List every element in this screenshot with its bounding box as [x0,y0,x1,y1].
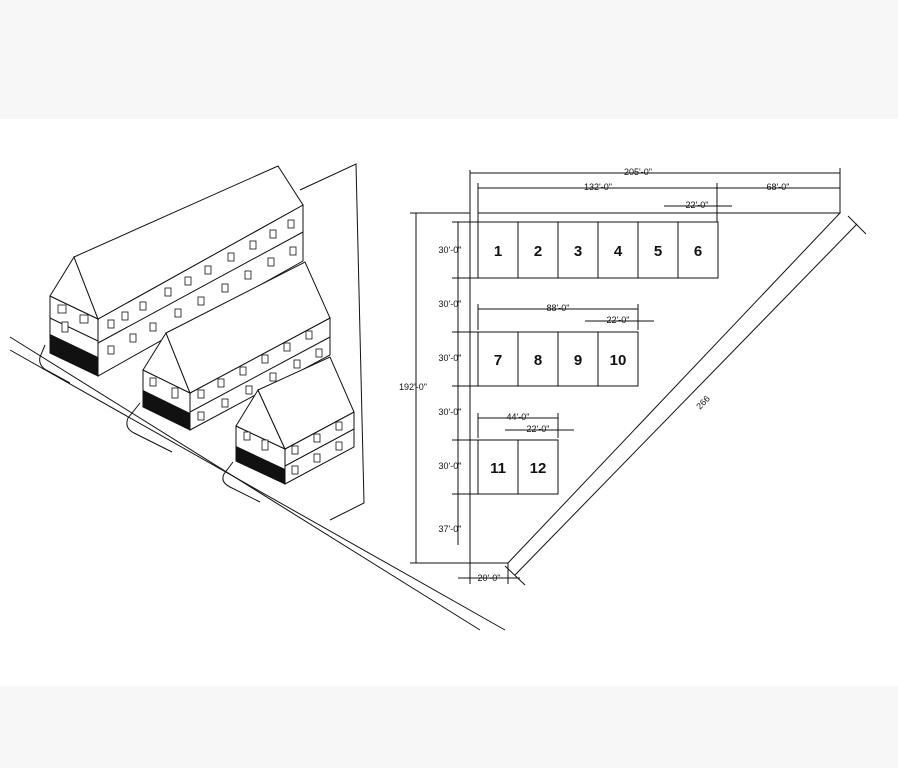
dim-v2: 30'-0" [439,299,462,309]
unit-label: 10 [610,352,627,369]
isometric-view [9,163,506,631]
building-1 [49,165,304,377]
road [9,336,506,631]
unit-7 [477,331,519,387]
dim-bottom: 20'-0" [478,573,501,583]
unit-1 [477,221,519,279]
unit-label: 2 [534,243,542,260]
unit-label: 3 [574,243,582,260]
bottom-margin [0,686,898,768]
unit-6 [677,221,719,279]
unit-label: 6 [694,243,702,260]
dim-row3-width: 44'-0" [507,412,530,422]
unit-label: 5 [654,243,662,260]
dim-v1: 30'-0" [439,245,462,255]
building-3-windows [291,421,343,475]
unit-label: 8 [534,352,542,369]
unit-label: 11 [490,460,506,477]
unit-10 [597,331,639,387]
dim-depth: 192'-0" [399,382,427,392]
building-2-windows [197,330,323,421]
dim-v5: 30'-0" [439,461,462,471]
unit-5 [637,221,679,279]
dim-row1-unit: 22'-0" [686,200,709,210]
unit-11 [477,439,519,495]
dim-row2-width: 88'-0" [547,303,570,313]
site-plan: 266 205'-0" 132'-0" 68'-0" 22'-0" 192'-0… [399,167,867,586]
unit-row-3: 11 12 [477,439,559,495]
dim-v6: 37'-0" [439,524,462,534]
unit-4 [597,221,639,279]
unit-label: 7 [494,352,502,369]
unit-12 [517,439,559,495]
dim-right-gap: 68'-0" [767,182,790,192]
unit-label: 9 [574,352,582,369]
unit-3 [557,221,599,279]
unit-row-2: 7 8 9 10 [477,331,639,387]
hypotenuse-dim-line [514,223,858,576]
dim-hypotenuse: 266 [694,394,712,412]
dim-v3: 30'-0" [439,353,462,363]
unit-row-1: 1 2 3 4 5 6 [477,221,719,279]
unit-label: 12 [530,460,547,477]
site-boundary [299,163,365,521]
unit-label: 4 [614,243,623,260]
building-2 [142,261,331,431]
building-3 [235,356,355,485]
dim-overall-width: 205'-0" [624,167,652,177]
top-margin [0,0,898,119]
dim-row3-unit: 22'-0" [527,424,550,434]
unit-label: 1 [494,243,502,260]
dim-row2-unit: 22'-0" [607,315,630,325]
dim-row1-width: 132'-0" [584,182,612,192]
dim-v4: 30'-0" [439,407,462,417]
unit-9 [557,331,599,387]
building-1-windows [107,219,297,355]
